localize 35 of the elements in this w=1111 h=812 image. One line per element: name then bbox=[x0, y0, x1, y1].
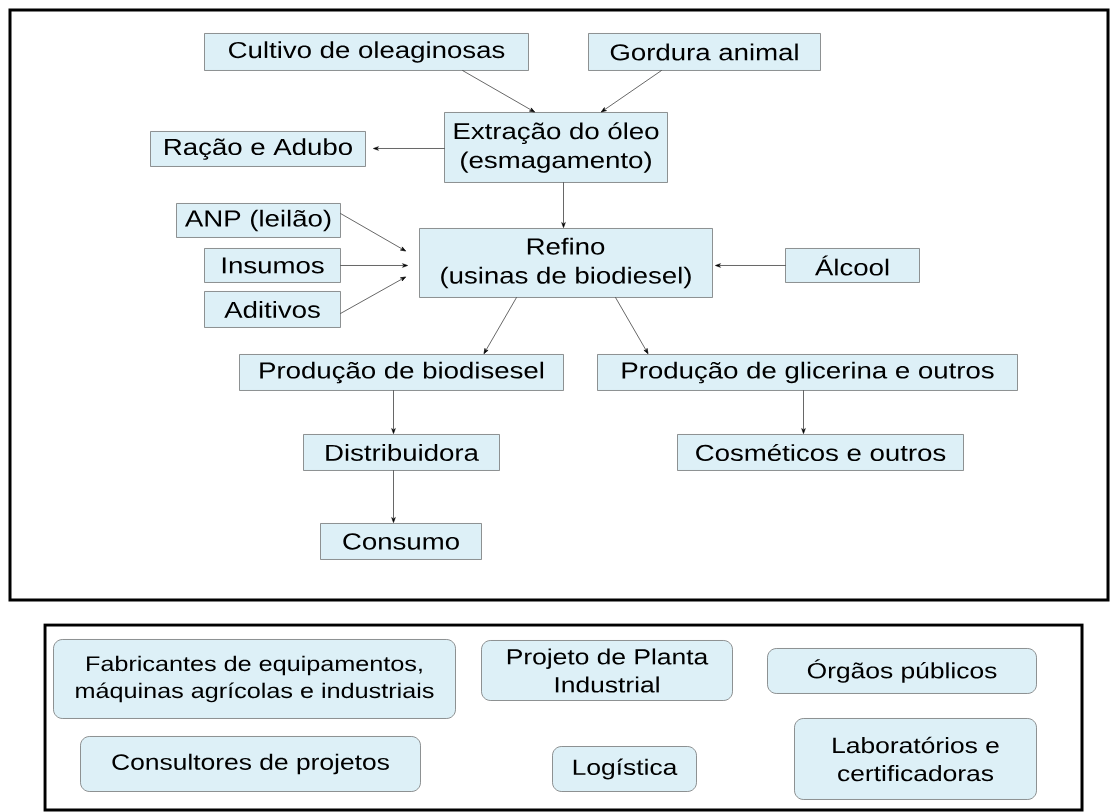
process-box: Produção de glicerina e outros bbox=[597, 354, 1018, 391]
arrow bbox=[391, 390, 396, 434]
arrow bbox=[340, 276, 407, 314]
arrow bbox=[715, 263, 786, 268]
process-box: Aditivos bbox=[204, 291, 341, 328]
arrow bbox=[801, 390, 806, 434]
arrow bbox=[340, 263, 408, 268]
panel-frame bbox=[8, 8, 1110, 602]
process-box: Refino (usinas de biodiesel) bbox=[419, 228, 713, 298]
arrow bbox=[483, 297, 517, 355]
process-box: Insumos bbox=[204, 248, 341, 283]
process-box: Gordura animal bbox=[588, 33, 821, 71]
process-box: Álcool bbox=[785, 248, 920, 283]
process-box: Cosméticos e outros bbox=[677, 434, 964, 471]
arrow bbox=[462, 70, 536, 113]
rounded-box: Logística bbox=[552, 746, 697, 792]
process-box: ANP (leilão) bbox=[176, 203, 341, 238]
arrow bbox=[561, 182, 566, 228]
rounded-box: Consultores de projetos bbox=[80, 736, 421, 792]
rounded-box: Órgãos públicos bbox=[767, 648, 1037, 694]
arrow bbox=[600, 70, 662, 113]
process-box: Cultivo de oleaginosas bbox=[204, 33, 529, 71]
rounded-box: Fabricantes de equipamentos, máquinas agrícolas e industriais bbox=[53, 639, 456, 719]
process-box: Consumo bbox=[320, 523, 482, 560]
process-box: Ração e Adubo bbox=[150, 131, 366, 167]
arrow bbox=[391, 470, 396, 523]
process-box: Distribuidora bbox=[303, 434, 500, 471]
arrow bbox=[340, 213, 407, 252]
arrow bbox=[615, 297, 649, 355]
process-box: Produção de biodisesel bbox=[239, 354, 564, 391]
rounded-box: Laboratórios e certificadoras bbox=[794, 718, 1037, 800]
rounded-box: Projeto de Planta Industrial bbox=[481, 640, 733, 701]
panel-frame bbox=[43, 623, 1084, 812]
arrow bbox=[373, 146, 445, 151]
process-box: Extração do óleo (esmagamento) bbox=[444, 112, 668, 183]
